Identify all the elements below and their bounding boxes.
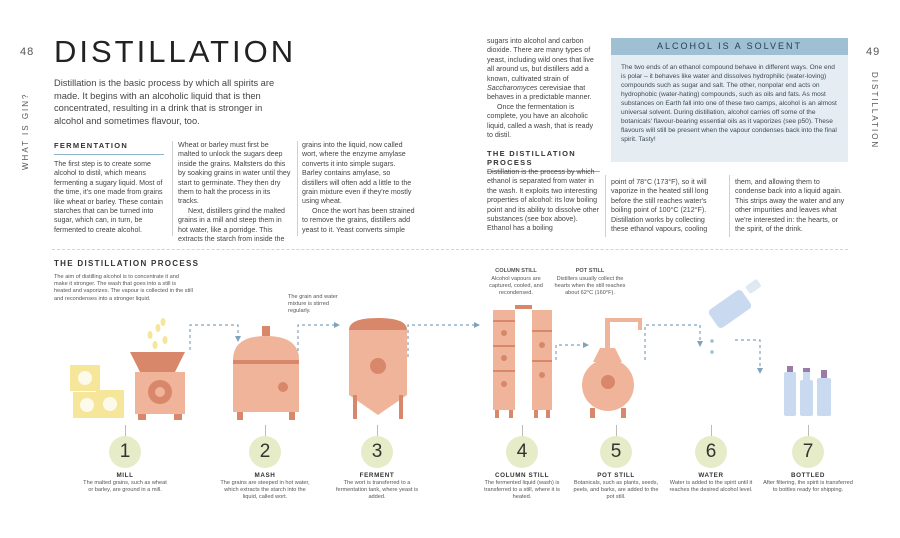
- step-tick: [522, 425, 523, 443]
- step-tick: [711, 425, 712, 443]
- col3-paragraph-2: Once the wort has been strained to remov…: [302, 206, 415, 234]
- column-rule: [172, 141, 173, 236]
- step-tick: [125, 425, 126, 443]
- text-column-1: The first step is to create some alcohol…: [54, 160, 166, 235]
- step-6-description: Water is added to the spirit until it re…: [669, 480, 753, 494]
- water-bottle-illustration: [708, 279, 761, 354]
- step-4-description: The fermented liquid (wash) is transferr…: [484, 480, 560, 501]
- page-number-right: 49: [866, 46, 881, 58]
- process-intro: The aim of distilling alcohol is to conc…: [54, 274, 193, 302]
- step-7-number: 7: [792, 436, 824, 468]
- annotation-pot: Distillers usually collect the hearts wh…: [554, 276, 626, 297]
- text-column-6: them, and allowing them to condense back…: [735, 178, 848, 234]
- step-6-number: 6: [695, 436, 727, 468]
- annotation-grains: The grain and water mixture is stirred r…: [288, 294, 338, 315]
- text-column-4: sugars into alcohol and carbon dioxide. …: [487, 37, 600, 140]
- step-4-title: COLUMN STILL: [494, 472, 550, 479]
- step-5-title: POT STILL: [597, 472, 635, 479]
- fermentation-tank-illustration: [349, 318, 407, 419]
- col6-paragraph: them, and allowing them to condense back…: [735, 178, 845, 234]
- page-title: DISTILLATION: [54, 34, 297, 69]
- step-tick: [616, 425, 617, 443]
- step-tick: [377, 425, 378, 443]
- fermentation-heading: FERMENTATION: [54, 141, 164, 155]
- flow-connectors: [189, 324, 761, 370]
- pot-still-illustration: [582, 318, 642, 418]
- sidebar-text: The two ends of an ethanol compound beha…: [621, 64, 837, 143]
- col4-paragraph-2: Once the fermentation is complete, you h…: [487, 102, 594, 140]
- step-7-description: After filtering, the spirit is transferr…: [763, 480, 853, 494]
- col2-paragraph-1: Wheat or barley must first be malted to …: [178, 141, 291, 206]
- mill-illustration: [70, 318, 185, 420]
- col1-paragraph: The first step is to create some alcohol…: [54, 160, 163, 234]
- section-divider: [52, 249, 848, 250]
- step-2-number: 2: [249, 436, 281, 468]
- column-rule: [605, 175, 606, 237]
- column-still-illustration: [493, 305, 552, 418]
- annotation-pot-title: POT STILL: [575, 268, 605, 274]
- step-1-title: MILL: [116, 472, 134, 479]
- sidebar-heading: ALCOHOL IS A SOLVENT: [611, 38, 848, 55]
- distillation-heading: THE DISTILLATION PROCESS: [487, 149, 600, 172]
- step-tick: [808, 425, 809, 443]
- annotation-column: Alcohol vapours are captured, cooled, an…: [489, 276, 543, 297]
- col5-paragraph: point of 78°C (173°F), so it will vapori…: [611, 178, 709, 234]
- step-4-number: 4: [506, 436, 538, 468]
- column-rule: [729, 175, 730, 237]
- page-number-left: 48: [20, 46, 35, 58]
- step-3-title: FERMENT: [359, 472, 395, 479]
- solvent-sidebar: ALCOHOL IS A SOLVENT The two ends of an …: [611, 38, 848, 162]
- text-column-5: point of 78°C (173°F), so it will vapori…: [611, 178, 724, 234]
- step-2-description: The grains are steeped in hot water, whi…: [220, 480, 310, 501]
- step-5-description: Botanicals, such as plants, seeds, peels…: [573, 480, 659, 501]
- text-column-4b: Distillation is the process by which eth…: [487, 168, 600, 234]
- step-6-title: WATER: [698, 472, 724, 479]
- mash-tun-illustration: [233, 326, 299, 420]
- col3-paragraph-1: grains into the liquid, now called wort,…: [302, 141, 412, 206]
- col4-paragraph-1: sugars into alcohol and carbon dioxide. …: [487, 37, 594, 102]
- gin-bottles-illustration: [784, 366, 831, 416]
- lead-paragraph: Distillation is the basic process by whi…: [54, 78, 275, 126]
- process-heading: THE DISTILLATION PROCESS: [54, 259, 200, 268]
- side-label-right: DISTILLATION: [870, 72, 879, 150]
- step-5-number: 5: [600, 436, 632, 468]
- text-column-2: Wheat or barley must first be malted to …: [178, 141, 291, 244]
- annotation-column-title: COLUMN STILL: [495, 268, 537, 274]
- step-3-number: 3: [361, 436, 393, 468]
- step-3-description: The wort is transferred to a fermentatio…: [335, 480, 419, 501]
- column-rule: [297, 141, 298, 236]
- step-1-number: 1: [109, 436, 141, 468]
- col2-paragraph-2: Next, distillers grind the malted grains…: [178, 206, 285, 244]
- text-column-3: grains into the liquid, now called wort,…: [302, 141, 415, 235]
- step-2-title: MASH: [254, 472, 276, 479]
- col4-paragraph-3: Distillation is the process by which eth…: [487, 168, 599, 233]
- step-7-title: BOTTLED: [791, 472, 825, 479]
- step-1-description: The malted grains, such as wheat or barl…: [83, 480, 167, 494]
- step-tick: [265, 425, 266, 443]
